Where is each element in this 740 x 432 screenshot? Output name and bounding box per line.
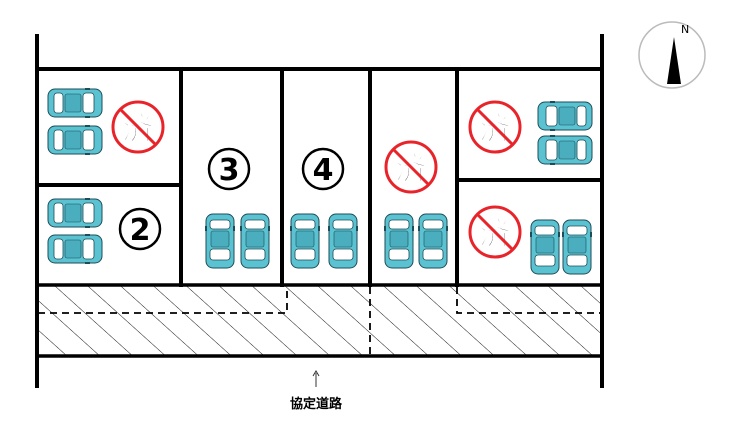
north-label: N: [681, 23, 689, 36]
car: [47, 125, 103, 155]
car: [205, 213, 235, 269]
car: [240, 213, 270, 269]
lot-1-sold-mark: 済: [111, 100, 165, 154]
svg-text:4: 4: [313, 153, 334, 188]
car: [47, 234, 103, 264]
car: [418, 213, 448, 269]
north-compass: N: [638, 21, 706, 89]
car: [530, 219, 560, 275]
car: [328, 213, 358, 269]
car: [537, 101, 593, 131]
lot-boundaries: [35, 34, 604, 388]
svg-text:2: 2: [130, 213, 151, 248]
road-strip: [38, 283, 602, 358]
road-label: 協定道路: [289, 397, 342, 412]
svg-text:3: 3: [219, 153, 240, 188]
lot-5-sold-mark: 済: [384, 140, 438, 194]
lot-6-sold-mark: 済: [468, 100, 522, 154]
car: [47, 88, 103, 118]
lot-3-number: 3: [207, 147, 251, 191]
car: [47, 198, 103, 228]
lot-4-number: 4: [301, 147, 345, 191]
road-arrow: [312, 370, 320, 387]
lot-2-number: 2: [118, 207, 162, 251]
car: [384, 213, 414, 269]
car: [537, 135, 593, 165]
lot-7-sold-mark: 済: [468, 205, 522, 259]
car: [290, 213, 320, 269]
car: [562, 219, 592, 275]
